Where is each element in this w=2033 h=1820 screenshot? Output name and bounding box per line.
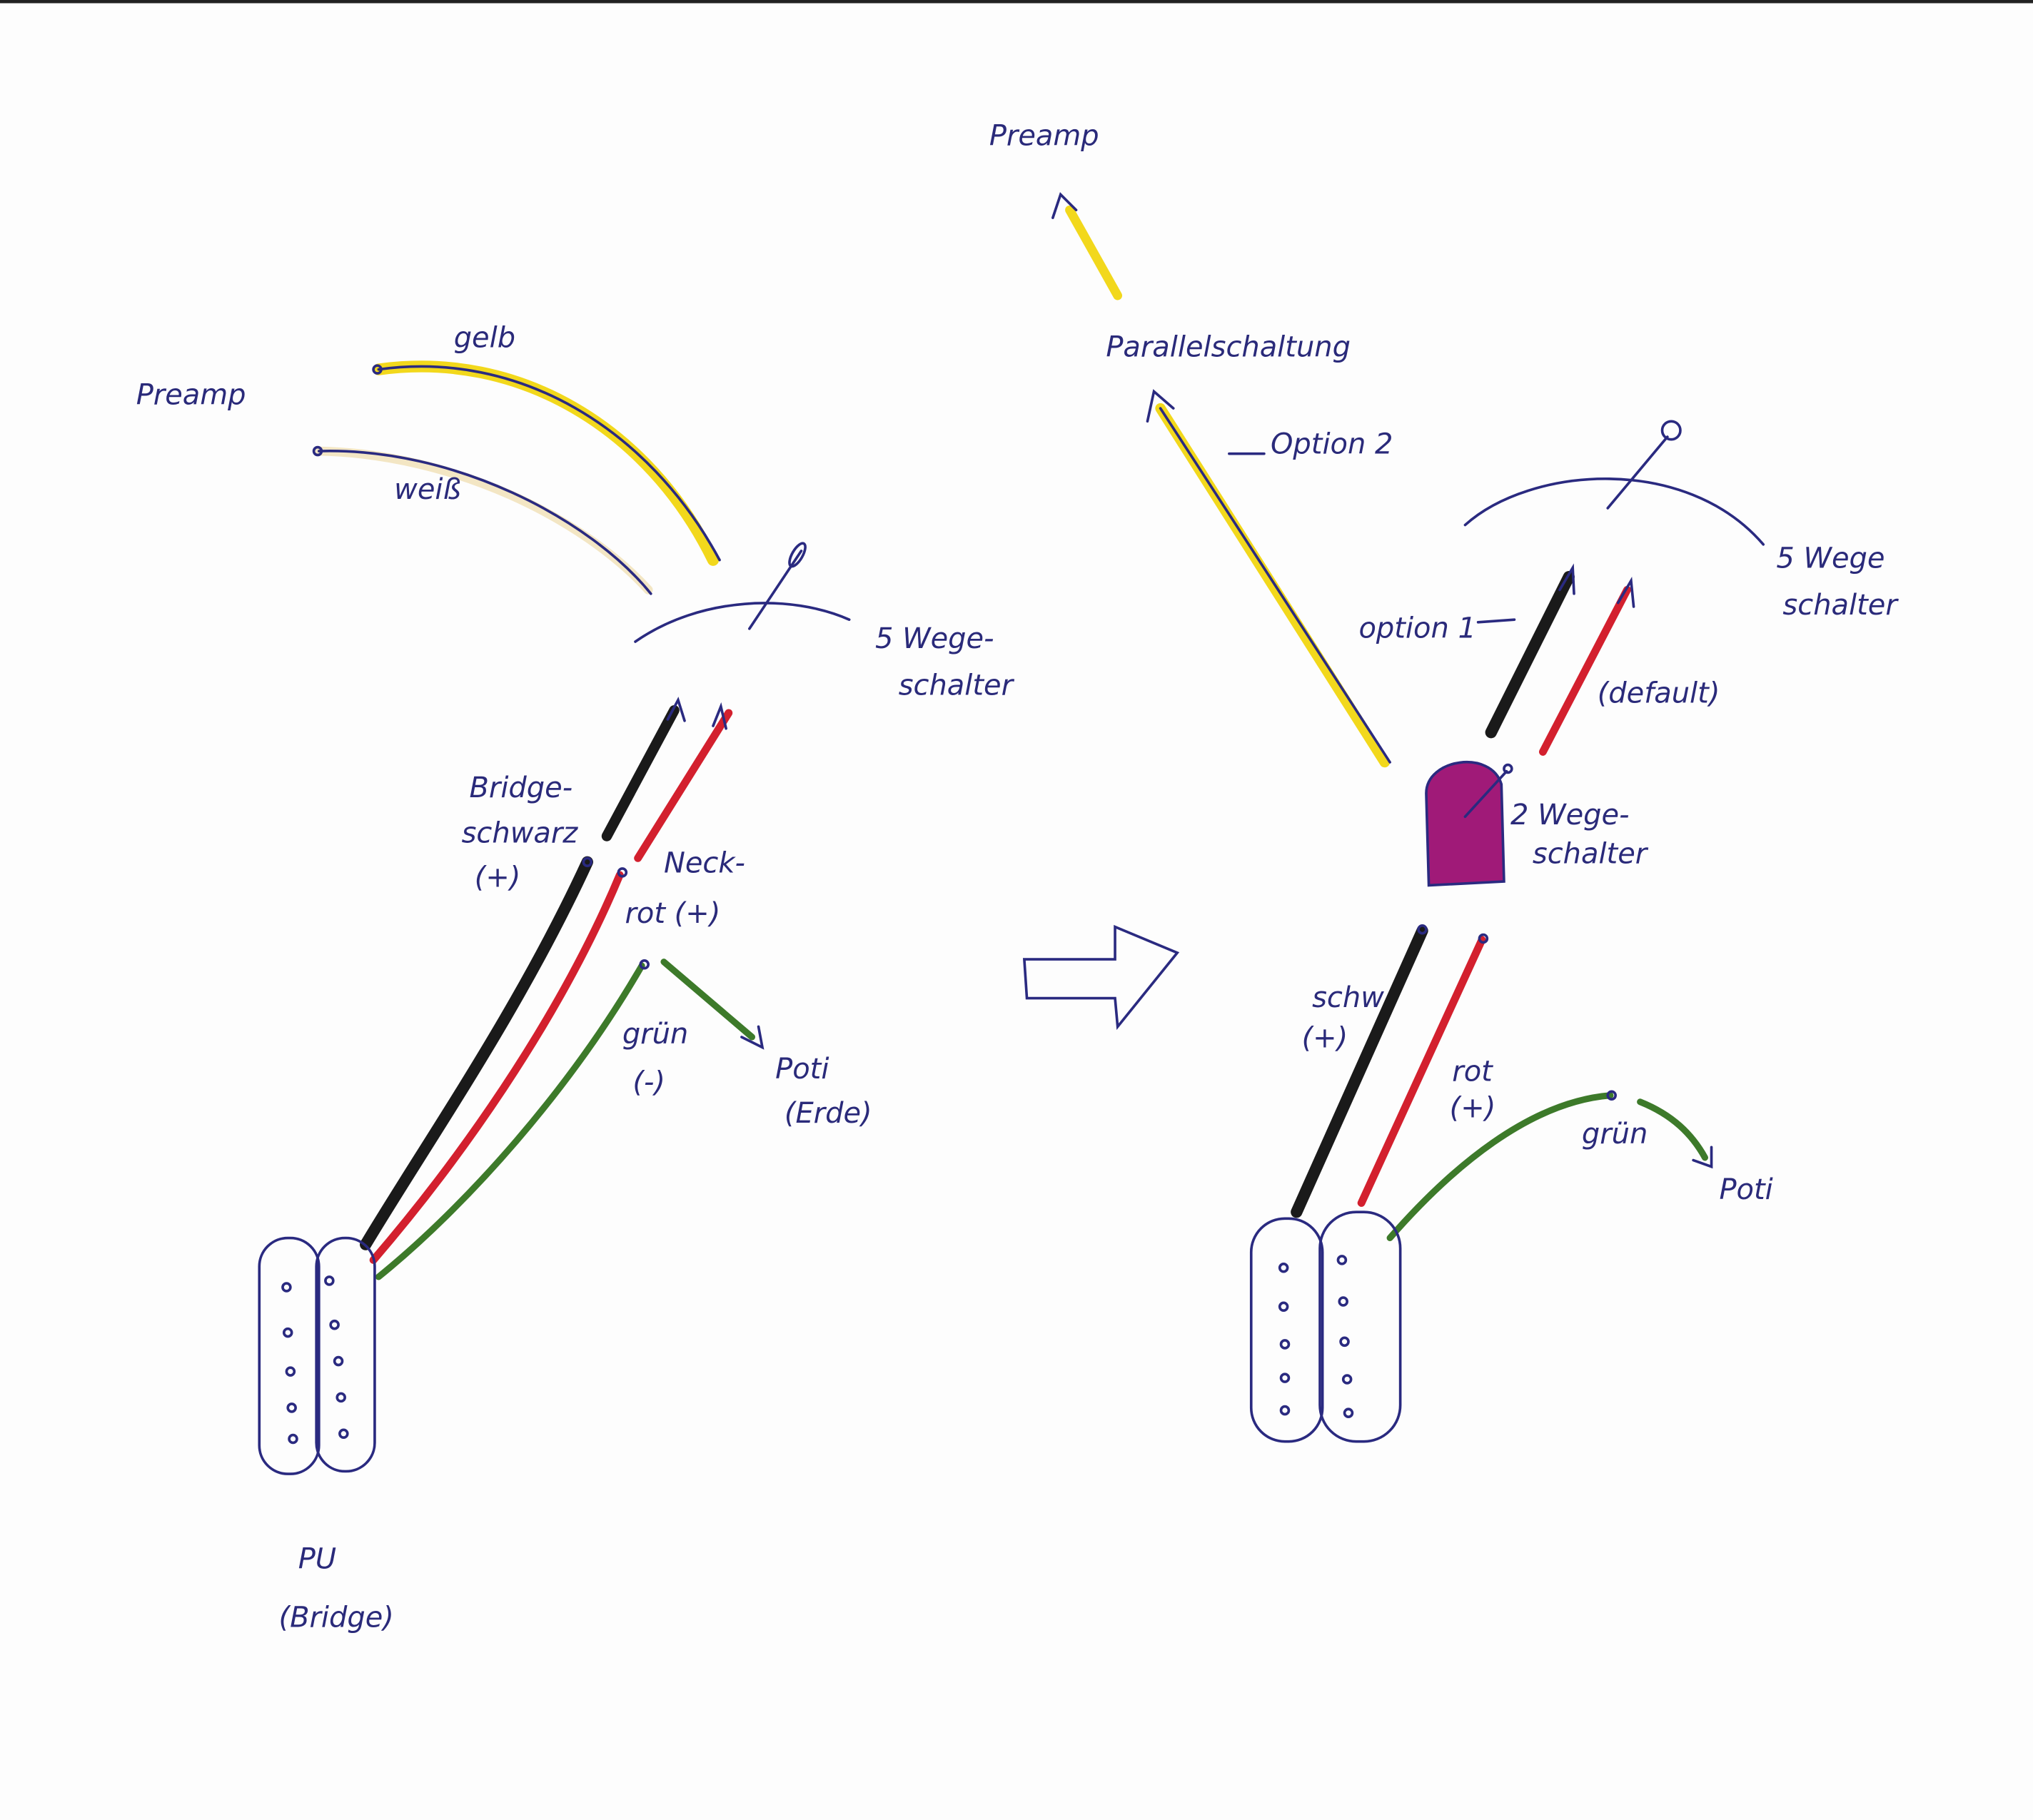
wire-end bbox=[582, 856, 593, 868]
black-wire-upper bbox=[601, 705, 680, 841]
wire-end bbox=[1606, 1090, 1617, 1101]
arrowhead bbox=[1146, 389, 1175, 423]
yellow-wire-outline bbox=[377, 365, 721, 562]
red-wire bbox=[1357, 936, 1486, 1207]
neck-label-2: rot (+) bbox=[625, 897, 720, 930]
poti-label-2: (Erde) bbox=[785, 1097, 872, 1130]
switch-knob bbox=[1660, 420, 1682, 441]
switch-lever bbox=[748, 550, 803, 630]
humbucker-pickup bbox=[1249, 1210, 1402, 1443]
black-option1-wire bbox=[1485, 571, 1575, 739]
poti-label-1: Poti bbox=[775, 1053, 829, 1086]
green-wire bbox=[1386, 1092, 1614, 1242]
five-way-switch-arc bbox=[1463, 477, 1765, 546]
wire-end bbox=[639, 959, 650, 970]
default-label: (default) bbox=[1598, 677, 1720, 709]
rot-label-1: rot bbox=[1452, 1056, 1493, 1088]
wire-end bbox=[1417, 924, 1428, 935]
gelb-label: gelb bbox=[454, 322, 515, 355]
bridge-label-2: schwarz bbox=[462, 817, 579, 850]
bridge-label-1: Bridge- bbox=[470, 772, 573, 804]
green-wire bbox=[375, 962, 645, 1280]
humbucker-pickup bbox=[258, 1236, 376, 1475]
neck-label-1: Neck- bbox=[664, 846, 745, 879]
parallel-label: Parallelschaltung bbox=[1106, 330, 1351, 363]
white-wire-outline bbox=[318, 450, 652, 595]
bridge-label-3: (+) bbox=[475, 861, 521, 894]
wire-end bbox=[372, 364, 383, 375]
arrowhead bbox=[1692, 1146, 1713, 1169]
green-to-poti bbox=[1637, 1098, 1709, 1161]
switch-knob bbox=[788, 542, 807, 568]
left-preamp-label: Preamp bbox=[136, 379, 246, 412]
five-way-switch-arc bbox=[634, 602, 851, 643]
right-diagram: Preamp Parallelschaltung Option 2 5 Wege… bbox=[989, 119, 1899, 1443]
arrowhead bbox=[1558, 563, 1575, 595]
right-switch-label-1: 5 Wege bbox=[1776, 542, 1885, 575]
pu-label-2: (Bridge) bbox=[279, 1601, 394, 1634]
weiss-label: weiß bbox=[394, 473, 461, 506]
left-diagram: Preamp gelb weiß 5 Wege- schalter Bridge… bbox=[136, 322, 1015, 1634]
arrowhead bbox=[712, 702, 727, 730]
red-wire bbox=[369, 871, 624, 1264]
white-wire bbox=[314, 446, 653, 595]
arrowhead bbox=[1051, 192, 1078, 219]
option2-label: Option 2 bbox=[1271, 428, 1393, 461]
red-default-wire bbox=[1538, 585, 1631, 756]
red-wire-upper bbox=[634, 709, 733, 862]
right-preamp-label: Preamp bbox=[989, 119, 1099, 152]
yellow-to-preamp bbox=[1065, 205, 1123, 300]
poti-label: Poti bbox=[1719, 1173, 1772, 1206]
two-way-label-2: schalter bbox=[1533, 838, 1649, 871]
gruen-label-2: (-) bbox=[632, 1066, 665, 1098]
wire-end bbox=[312, 445, 323, 457]
wire-end bbox=[1478, 933, 1489, 944]
gruen-label-1: grün bbox=[622, 1018, 688, 1051]
yellow-wire-outline bbox=[1159, 407, 1391, 764]
option1-label: option 1 bbox=[1359, 612, 1476, 645]
wire-end bbox=[617, 867, 628, 878]
arrowhead bbox=[1616, 576, 1635, 608]
arrowhead bbox=[666, 697, 686, 722]
schw-label-1: schw bbox=[1312, 981, 1384, 1014]
switch-lever bbox=[1463, 769, 1508, 819]
rot-label-2: (+) bbox=[1450, 1092, 1496, 1125]
left-switch-label-1: 5 Wege- bbox=[875, 622, 994, 655]
left-switch-label-2: schalter bbox=[899, 669, 1015, 702]
two-way-label-1: 2 Wege- bbox=[1510, 799, 1630, 831]
gruen-label: grün bbox=[1582, 1118, 1648, 1151]
arrowhead bbox=[740, 1025, 765, 1050]
black-wire bbox=[360, 856, 593, 1250]
two-way-switch bbox=[1425, 760, 1505, 887]
transform-arrow-icon bbox=[1022, 924, 1180, 1031]
switch-lever bbox=[1606, 435, 1669, 510]
pu-label-1: PU bbox=[298, 1543, 336, 1576]
switch-knob bbox=[1503, 763, 1513, 774]
black-wire bbox=[1291, 924, 1428, 1218]
green-to-poti bbox=[660, 959, 756, 1041]
leader-line bbox=[1476, 618, 1516, 624]
schw-label-2: (+) bbox=[1302, 1022, 1348, 1055]
right-switch-label-2: schalter bbox=[1782, 589, 1899, 622]
